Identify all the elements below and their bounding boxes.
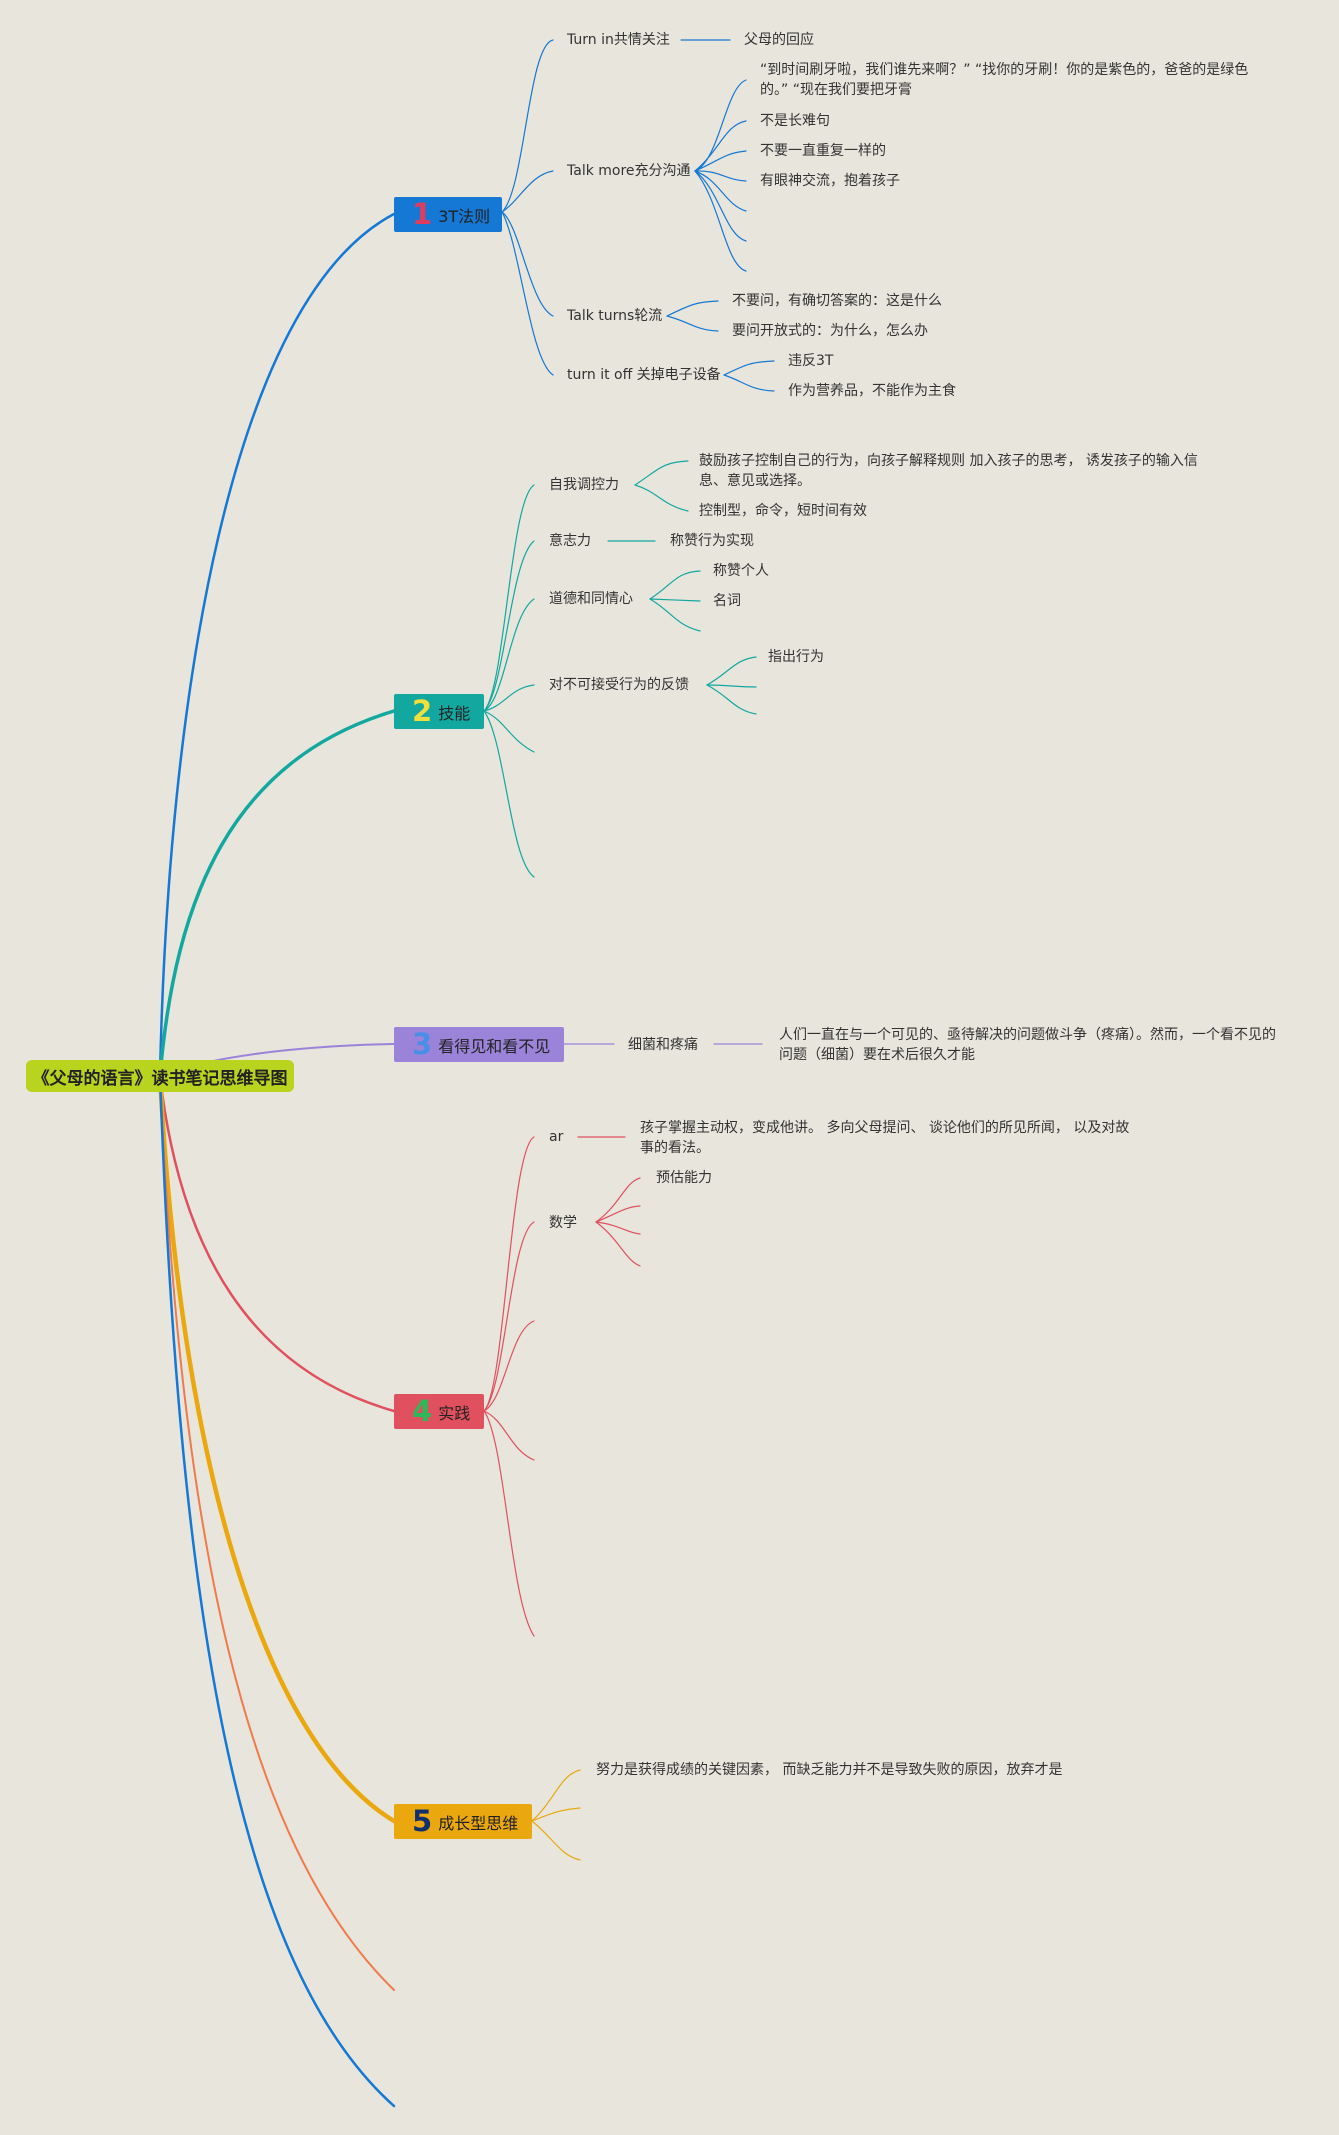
topic-controlling-commands[interactable]: 控制型，命令，短时间有效 — [699, 503, 867, 519]
branch-number: 3 — [412, 1027, 433, 1061]
root-topic[interactable]: 《父母的语言》读书笔记思维导图 — [26, 1060, 294, 1092]
branch-label: 成长型思维 — [438, 1813, 519, 1833]
branch-practice[interactable]: 4 实践 — [394, 1394, 484, 1429]
topic-nutrition-not-staple[interactable]: 作为营养品，不能作为主食 — [788, 383, 956, 399]
connector-root-b1 — [158, 212, 396, 1078]
topic-eye-contact[interactable]: 有眼神交流，抱着孩子 — [760, 173, 900, 189]
topic-ar[interactable]: ar — [549, 1129, 564, 1145]
branch-label: 看得见和看不见 — [438, 1036, 551, 1056]
topic-open-questions[interactable]: 要问开放式的：为什么，怎么办 — [732, 323, 928, 339]
topic-talk-turns[interactable]: Talk turns轮流 — [567, 308, 663, 324]
topic-child-leads-text[interactable]: 孩子掌握主动权，变成他讲。 多向父母提问、 谈论他们的所见所闻， 以及对故事的看… — [640, 1120, 1130, 1156]
branch-number: 2 — [412, 694, 433, 728]
topic-turn-in[interactable]: Turn in共情关注 — [567, 32, 670, 48]
topic-germs-and-pain[interactable]: 细菌和疼痛 — [628, 1037, 698, 1053]
topic-willpower[interactable]: 意志力 — [549, 533, 591, 549]
connectors-b2 — [483, 460, 757, 878]
topic-visible-problem-text[interactable]: 人们一直在与一个可见的、亟待解决的问题做斗争（疼痛）。然而，一个看不见的问题（细… — [779, 1027, 1276, 1063]
branch-3t-rule[interactable]: 1 3T法则 — [394, 197, 502, 232]
connector-root-b2 — [158, 709, 396, 1078]
connector-root-b4 — [158, 1074, 396, 1413]
topic-talk-more[interactable]: Talk more充分沟通 — [567, 163, 691, 179]
topic-morality-empathy[interactable]: 道德和同情心 — [549, 591, 633, 607]
topic-self-regulation[interactable]: 自我调控力 — [549, 477, 619, 493]
topic-point-out-behavior[interactable]: 指出行为 — [768, 649, 824, 665]
branch-label: 技能 — [438, 703, 471, 723]
topic-unacceptable-feedback[interactable]: 对不可接受行为的反馈 — [549, 677, 689, 693]
branch-skills[interactable]: 2 技能 — [394, 694, 484, 729]
topic-violates-3t[interactable]: 违反3T — [788, 353, 834, 369]
branch-number: 5 — [412, 1804, 433, 1838]
branch-visible-invisible[interactable]: 3 看得见和看不见 — [394, 1027, 564, 1062]
connectors-b5 — [531, 1769, 581, 1861]
branch-label: 实践 — [438, 1403, 471, 1423]
topic-encourage-self-control[interactable]: 鼓励孩子控制自己的行为，向孩子解释规则 加入孩子的思考， 诱发孩子的输入信息、意… — [699, 453, 1198, 489]
connector-root-extra-blue — [158, 1074, 396, 2108]
topic-math[interactable]: 数学 — [549, 1215, 577, 1231]
topic-noun[interactable]: 名词 — [713, 593, 741, 609]
topic-estimation[interactable]: 预估能力 — [656, 1170, 712, 1186]
branch-label: 3T法则 — [438, 206, 491, 226]
topic-no-repetition[interactable]: 不要一直重复一样的 — [760, 143, 886, 159]
topic-turn-it-off[interactable]: turn it off 关掉电子设备 — [567, 367, 721, 383]
branch-number: 1 — [412, 197, 433, 231]
branch-growth-mindset[interactable]: 5 成长型思维 — [394, 1804, 532, 1839]
connectors-b4 — [483, 1136, 641, 1637]
topic-closed-questions[interactable]: 不要问，有确切答案的：这是什么 — [732, 293, 942, 309]
topic-parent-response[interactable]: 父母的回应 — [744, 32, 814, 48]
topic-effort-key[interactable]: 努力是获得成绩的关键因素， 而缺乏能力并不是导致失败的原因，放弃才是 — [596, 1762, 1063, 1778]
topic-no-long-sentences[interactable]: 不是长难句 — [760, 113, 830, 129]
connector-root-b5 — [157, 1073, 397, 1824]
topic-praise-behavior[interactable]: 称赞行为实现 — [670, 533, 754, 549]
connector-root-extra-orange — [159, 1075, 395, 1991]
topic-praise-person[interactable]: 称赞个人 — [713, 563, 769, 579]
branch-number: 4 — [412, 1394, 433, 1428]
topic-toothbrush-example[interactable]: “到时间刷牙啦，我们谁先来啊？” “找你的牙刷！你的是紫色的，爸爸的是绿色的。”… — [760, 62, 1249, 98]
connectors-b1 — [501, 39, 775, 392]
